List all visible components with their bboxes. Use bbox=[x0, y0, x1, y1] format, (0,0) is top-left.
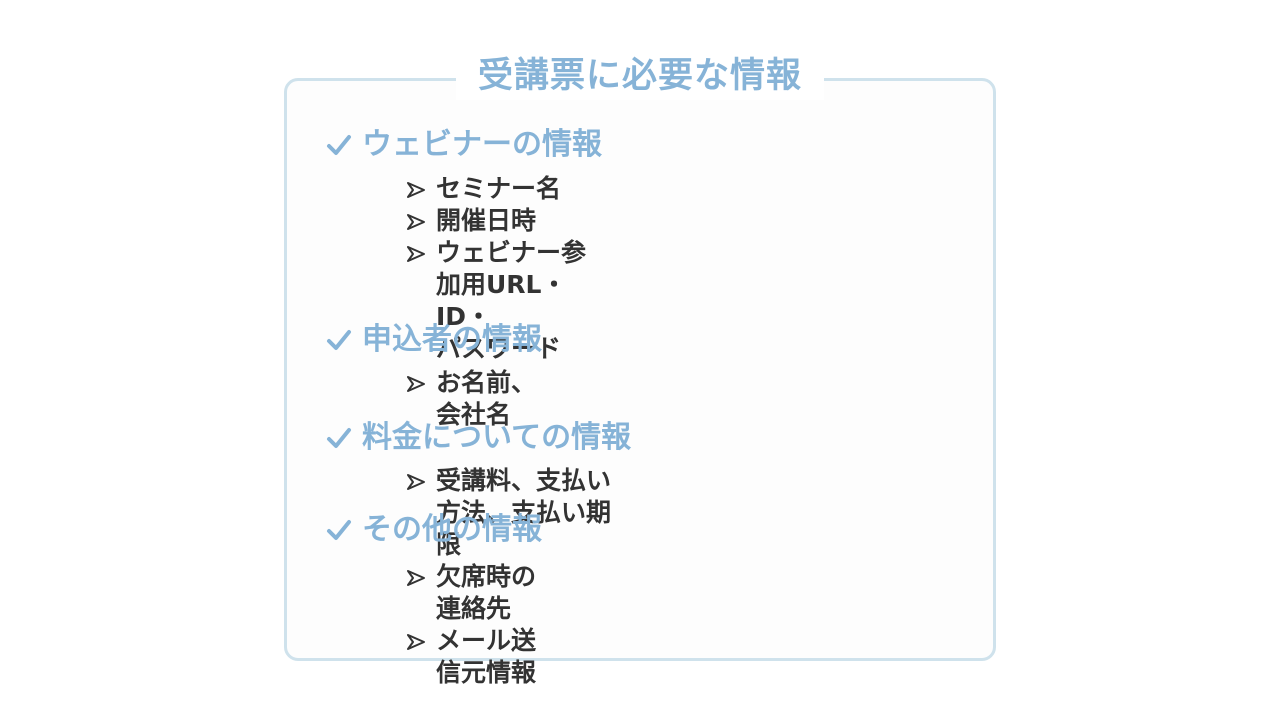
section-heading: 申込者の情報 bbox=[326, 320, 542, 360]
arrow-right-icon bbox=[407, 570, 425, 586]
arrow-right-icon bbox=[407, 214, 425, 230]
arrow-right-icon bbox=[407, 634, 425, 650]
arrow-right-icon bbox=[407, 182, 425, 198]
list-item: 開催日時 bbox=[406, 205, 602, 237]
check-icon bbox=[327, 135, 351, 155]
info-card bbox=[284, 78, 996, 661]
item-list: セミナー名 開催日時 ウェビナー参加用URL・ID・ パスワード bbox=[406, 173, 602, 365]
item-list: お名前、会社名 bbox=[406, 367, 542, 431]
check-icon bbox=[327, 428, 351, 448]
list-item: 受講料、支払い方法、支払い期限 bbox=[406, 465, 631, 561]
list-item: 欠席時の連絡先 bbox=[406, 561, 542, 625]
section-webinar-info: ウェビナーの情報 セミナー名 開催日時 ウェビナー参加用URL・ID・ パスワー… bbox=[326, 125, 602, 363]
list-item: お名前、会社名 bbox=[406, 367, 542, 431]
section-title: ウェビナーの情報 bbox=[362, 127, 602, 162]
section-title: 申込者の情報 bbox=[362, 322, 542, 357]
arrow-right-icon bbox=[407, 474, 425, 490]
item-list: 欠席時の連絡先 メール送信元情報 bbox=[406, 561, 542, 689]
list-item: メール送信元情報 bbox=[406, 625, 542, 689]
list-item: ウェビナー参加用URL・ID・ パスワード bbox=[406, 237, 602, 365]
section-other-info: その他の情報 欠席時の連絡先 メール送信元情報 bbox=[326, 510, 542, 687]
check-icon bbox=[327, 330, 351, 350]
card-title: 受講票に必要な情報 bbox=[456, 52, 824, 100]
section-applicant-info: 申込者の情報 お名前、会社名 bbox=[326, 320, 542, 429]
section-fee-info: 料金についての情報 受講料、支払い方法、支払い期限 bbox=[326, 418, 631, 559]
section-heading: 料金についての情報 bbox=[326, 418, 631, 458]
item-list: 受講料、支払い方法、支払い期限 bbox=[406, 465, 631, 561]
arrow-right-icon bbox=[407, 376, 425, 392]
section-title: その他の情報 bbox=[362, 512, 542, 547]
arrow-right-icon bbox=[407, 246, 425, 262]
section-title: 料金についての情報 bbox=[362, 420, 632, 455]
list-item: セミナー名 bbox=[406, 173, 602, 205]
section-heading: その他の情報 bbox=[326, 510, 542, 550]
section-heading: ウェビナーの情報 bbox=[326, 125, 602, 165]
check-icon bbox=[327, 520, 351, 540]
